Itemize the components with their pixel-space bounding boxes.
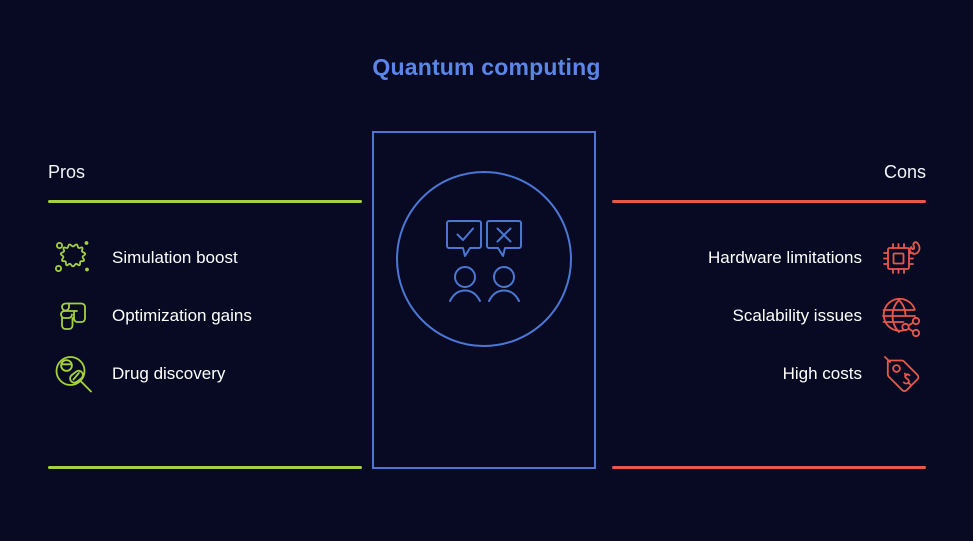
pros-top-divider	[48, 200, 362, 203]
page-title: Quantum computing	[372, 54, 601, 80]
cons-item-hardware-limitations[interactable]: Hardware limitations	[612, 229, 926, 287]
cons-item-high-costs[interactable]: High costs	[612, 345, 926, 403]
two-people-check-and-cross-speech-bubbles-icon	[394, 169, 574, 349]
cons-item-scalability-issues[interactable]: Scalability issues	[612, 287, 926, 345]
cons-heading: Cons	[883, 162, 926, 182]
pros-item-list: Simulation boost Optimization gains	[48, 229, 362, 403]
center-illustration-panel	[372, 131, 596, 469]
virus-blob-icon	[48, 233, 98, 283]
pros-item-label: Drug discovery	[112, 364, 226, 383]
cons-item-list: Hardware limitations Scalability issues	[612, 229, 926, 403]
optimization-arrows-icon	[48, 291, 98, 341]
pros-item-drug-discovery[interactable]: Drug discovery	[48, 345, 362, 403]
pros-column: Pros Simulation boost	[48, 160, 362, 403]
cons-item-label: High costs	[782, 364, 862, 383]
cons-column: Cons Hardware limitations	[612, 160, 926, 403]
pros-heading: Pros	[48, 162, 86, 182]
cons-item-label: Scalability issues	[732, 306, 862, 325]
magnifier-pills-icon	[48, 349, 98, 399]
cons-bottom-divider	[612, 466, 926, 469]
price-tags-icon	[876, 349, 926, 399]
pros-item-simulation-boost[interactable]: Simulation boost	[48, 229, 362, 287]
pros-item-label: Simulation boost	[112, 248, 238, 267]
cons-top-divider	[612, 200, 926, 203]
pros-item-optimization-gains[interactable]: Optimization gains	[48, 287, 362, 345]
cpu-flame-icon	[876, 233, 926, 283]
pros-bottom-divider	[48, 466, 362, 469]
globe-network-icon	[876, 291, 926, 341]
cons-item-label: Hardware limitations	[708, 248, 862, 267]
pros-item-label: Optimization gains	[112, 306, 252, 325]
